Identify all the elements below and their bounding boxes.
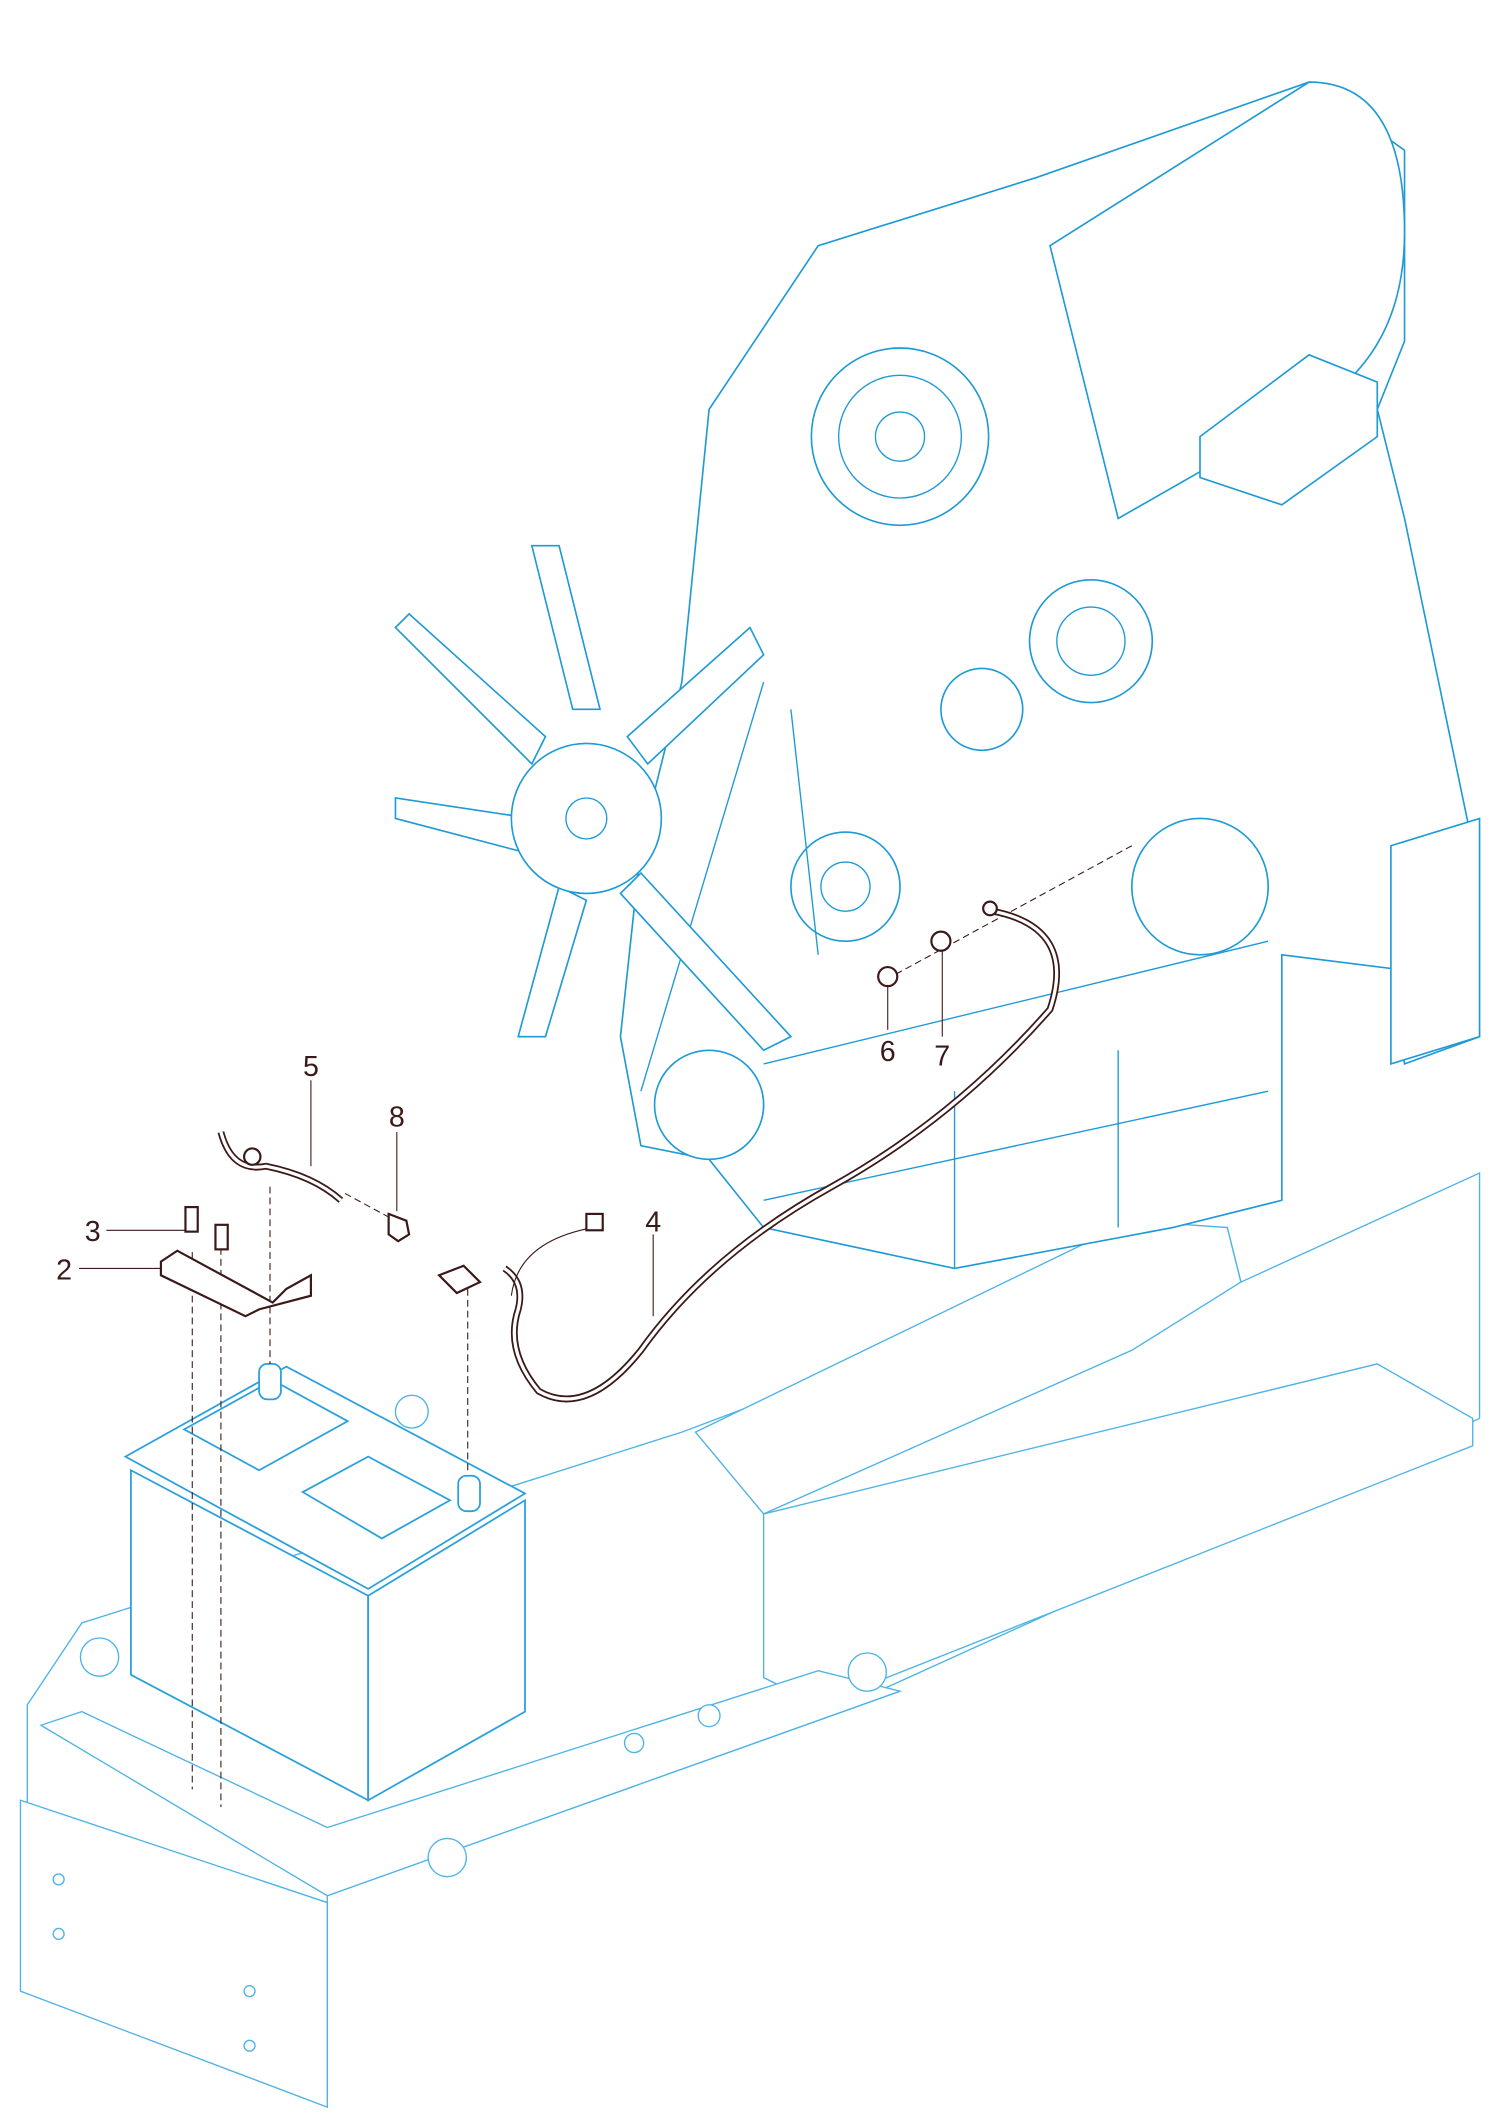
terminal-bolt: [387, 1212, 411, 1243]
crank-pulley: [790, 831, 901, 942]
intake-pipe: [940, 667, 1024, 752]
washer: [930, 930, 952, 952]
alignment-line: [344, 1192, 396, 1222]
alternator: [1131, 817, 1269, 956]
chassis-frame: [19, 1171, 1481, 2109]
fan-hub-center: [565, 797, 608, 840]
frame-mount-hole: [79, 1637, 120, 1677]
callout-5: 5: [303, 1051, 319, 1083]
battery-label-plate: [182, 1379, 350, 1472]
fan-blade: [619, 871, 793, 1052]
frame-hole: [697, 1704, 721, 1728]
battery-terminal-negative: [457, 1474, 481, 1513]
fan-hub: [510, 742, 663, 895]
frame-bolt-hole: [243, 1985, 256, 1998]
muffler-end-cap: [810, 347, 990, 527]
frame-counterweight: [39, 1670, 903, 1897]
pulley-hub: [820, 861, 871, 912]
battery-label-plate: [300, 1455, 452, 1540]
callout-4: 4: [645, 1207, 661, 1239]
callout-8: 8: [389, 1102, 405, 1134]
clamp-bolt: [214, 1223, 229, 1251]
clamp-bolt: [184, 1206, 199, 1233]
frame-front-block: [19, 1799, 328, 2109]
battery-side-face: [367, 1498, 526, 1802]
frame-mount-hole: [394, 1394, 429, 1429]
frame-hole: [623, 1732, 645, 1754]
fan-blade: [517, 885, 588, 1038]
frame-bolt-hole: [52, 1873, 65, 1886]
exhaust-bracket: [1199, 353, 1379, 506]
turbo-inlet: [1056, 606, 1126, 676]
cooling-fan: [394, 544, 793, 1052]
muffler-flange: [837, 374, 963, 499]
water-pump-housing: [653, 1049, 765, 1161]
fan-belt: [640, 681, 819, 1092]
callout-6: 6: [880, 1036, 896, 1068]
nut: [877, 966, 899, 988]
muffler-outlet: [874, 411, 926, 462]
alignment-line: [886, 845, 1133, 980]
battery: [123, 1363, 527, 1802]
callout-2: 2: [56, 1254, 72, 1286]
frame-bolt-hole: [52, 1927, 65, 1941]
cable-ring-terminal: [982, 900, 998, 917]
turbocharger: [1028, 579, 1154, 704]
callout-7: 7: [934, 1040, 950, 1072]
oil-pan: [763, 940, 1269, 1269]
engine-mount: [1390, 817, 1481, 1066]
fan-blade: [394, 612, 547, 766]
fan-blade: [530, 544, 602, 711]
frame-side-rail-lower: [762, 1363, 1474, 1706]
connector-wire: [510, 1227, 594, 1296]
cable-terminal-clamp: [437, 1264, 482, 1295]
frame-mount-hole: [847, 1652, 888, 1692]
frame-bolt-hole: [243, 2039, 256, 2052]
battery-terminal-positive: [258, 1363, 282, 1401]
frame-mount-hole: [427, 1837, 468, 1878]
battery-cable-long-core: [503, 909, 1059, 1401]
battery-cable-short: [217, 1131, 344, 1203]
wire-connector: [585, 1212, 604, 1232]
fan-blade: [626, 626, 765, 766]
battery-clamp-bracket: [159, 1249, 312, 1318]
callout-3: 3: [85, 1216, 101, 1248]
engine-assembly: [619, 81, 1481, 1270]
cable-terminal: [242, 1147, 262, 1166]
battery-cable-short-core: [219, 1131, 343, 1202]
